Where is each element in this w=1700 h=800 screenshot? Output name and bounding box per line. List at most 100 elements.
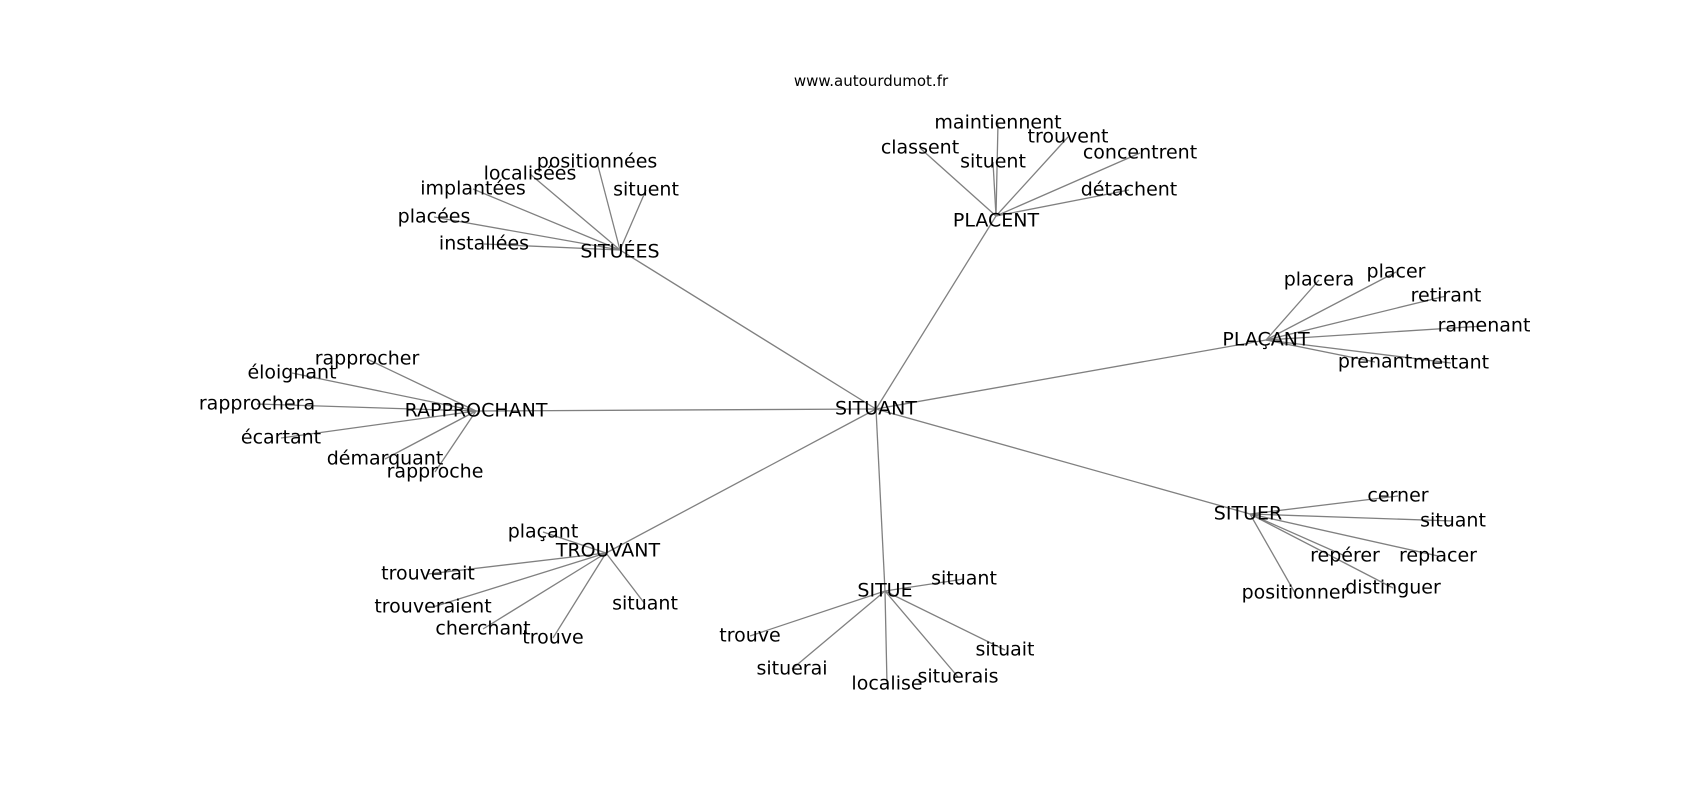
- edge-placent-concentrent: [995, 152, 1141, 217]
- edge-placant-mettant: [1265, 339, 1452, 364]
- edge-situees-positionnees: [596, 161, 621, 251]
- edge-placant-prenant: [1265, 339, 1376, 363]
- edge-center-placant: [875, 339, 1267, 410]
- edge-center-rapprochant: [475, 408, 877, 412]
- leaf-node-situer-positionner: positionner: [1242, 582, 1349, 604]
- edge-rapprochant-rapprocher: [366, 358, 477, 412]
- edge-situees-installees: [483, 243, 621, 251]
- leaf-node-placant-placer: placer: [1367, 261, 1426, 283]
- hub-node-situer: SITUER: [1214, 503, 1282, 525]
- edge-situe-situait: [884, 590, 1006, 651]
- leaf-node-situees-situent: situent: [613, 179, 679, 201]
- leaf-node-placant-placera: placera: [1284, 269, 1355, 291]
- leaf-node-placant-ramenant: ramenant: [1438, 315, 1531, 337]
- leaf-node-situe-localise: localise: [851, 673, 922, 695]
- hub-node-situe: SITUE: [857, 580, 912, 602]
- edge-situees-situent: [619, 189, 647, 251]
- leaf-node-trouvant-trouverait: trouverait: [381, 563, 475, 585]
- leaf-node-placant-retirant: retirant: [1411, 285, 1482, 307]
- leaf-node-situees-implantees: implantées: [420, 178, 526, 200]
- leaf-node-situees-installees: installées: [439, 233, 529, 255]
- edge-center-situees: [619, 249, 877, 410]
- leaf-node-placent-concentrent: concentrent: [1083, 142, 1197, 164]
- edge-trouvant-placant: [542, 531, 607, 554]
- edge-situe-situerais: [884, 590, 959, 678]
- leaf-node-trouvant-placant: plaçant: [508, 521, 579, 543]
- edge-situer-cerner: [1249, 495, 1399, 515]
- edge-center-situe: [875, 408, 886, 592]
- edge-placant-retirant: [1265, 295, 1447, 341]
- edge-situe-situant: [884, 578, 965, 592]
- leaf-node-situe-situerais: situerais: [918, 666, 999, 688]
- edge-trouvant-trouverait: [427, 552, 607, 575]
- leaf-node-situe-situait: situait: [975, 639, 1034, 661]
- edge-placent-classent: [919, 147, 997, 217]
- hub-node-placent: PLACENT: [953, 210, 1040, 232]
- leaf-node-placent-maintiennent: maintiennent: [934, 112, 1061, 134]
- edge-rapprochant-eloignant: [291, 372, 477, 412]
- edge-rapprochant-rapprochera: [256, 403, 477, 412]
- edge-trouvant-trouveraient: [432, 552, 607, 608]
- edge-placant-ramenant: [1265, 325, 1485, 341]
- leaf-node-situe-trouve: trouve: [719, 625, 780, 647]
- leaf-node-situer-distinguer: distinguer: [1345, 577, 1441, 599]
- edge-trouvant-cherchant: [482, 552, 607, 630]
- edge-placent-situent: [992, 161, 997, 217]
- leaf-node-situees-placees: placées: [398, 206, 471, 228]
- edge-placent-maintiennent: [995, 122, 999, 217]
- leaf-node-rapprochant-rapprochera: rapprochera: [199, 393, 315, 415]
- graph-labels: classentmaintiennentsituenttrouventconce…: [199, 112, 1531, 695]
- edge-situer-reperer: [1249, 513, 1346, 557]
- leaf-node-placent-trouvent: trouvent: [1028, 126, 1109, 148]
- edge-situe-trouve: [749, 590, 886, 637]
- edge-situees-placees: [433, 216, 621, 251]
- leaf-node-situer-cerner: cerner: [1367, 485, 1428, 507]
- source-url: www.autourdumot.fr: [793, 72, 949, 90]
- center-node: SITUANT: [835, 398, 917, 420]
- hub-node-placant: PLAÇANT: [1222, 329, 1310, 351]
- edge-rapprochant-ecartant: [280, 410, 477, 439]
- edge-center-placent: [875, 215, 997, 410]
- edge-placant-placera: [1265, 279, 1320, 341]
- edge-situe-situerai: [791, 590, 886, 670]
- leaf-node-situees-localisees: localisées: [484, 163, 577, 185]
- edge-situees-localisees: [529, 173, 621, 251]
- leaf-node-situer-reperer: repérer: [1310, 545, 1380, 567]
- leaf-node-placent-detachent: détachent: [1081, 179, 1178, 201]
- leaf-node-placent-classent: classent: [881, 137, 959, 159]
- leaf-node-trouvant-cherchant: cherchant: [435, 618, 530, 640]
- edge-rapprochant-demarquant: [384, 410, 477, 460]
- edge-placant-placer: [1265, 271, 1397, 341]
- edge-center-situer: [875, 408, 1251, 515]
- leaf-node-rapprochant-rapprocher: rapprocher: [315, 348, 420, 370]
- leaf-node-situer-situant: situant: [1420, 510, 1486, 532]
- edge-placent-detachent: [995, 189, 1130, 217]
- leaf-node-rapprochant-demarquant: démarquant: [327, 448, 444, 470]
- leaf-node-trouvant-situant: situant: [612, 593, 678, 615]
- edge-placent-trouvent: [995, 136, 1069, 217]
- leaf-node-placant-mettant: mettant: [1413, 352, 1489, 374]
- graph-edges: [256, 122, 1485, 685]
- leaf-node-situe-situant: situant: [931, 568, 997, 590]
- leaf-node-trouvant-trouveraient: trouveraient: [374, 596, 491, 618]
- edge-situees-implantees: [472, 188, 621, 251]
- hub-node-situees: SITUÉES: [580, 240, 659, 263]
- hub-node-rapprochant: RAPPROCHANT: [405, 400, 548, 422]
- leaf-node-situees-positionnees: positionnées: [537, 151, 658, 173]
- edge-rapprochant-rapproche: [434, 410, 477, 473]
- leaf-node-rapprochant-ecartant: écartant: [241, 427, 321, 449]
- edge-trouvant-trouve: [552, 552, 607, 639]
- edge-situer-distinguer: [1249, 513, 1394, 589]
- edge-trouvant-situant: [605, 552, 646, 605]
- edge-situer-situant: [1249, 513, 1454, 522]
- leaf-node-rapprochant-eloignant: éloignant: [247, 362, 336, 384]
- edge-situe-localise: [884, 590, 888, 685]
- leaf-node-placant-prenant: prenant: [1338, 351, 1412, 373]
- leaf-node-situe-situerai: situerai: [756, 658, 827, 680]
- leaf-node-situer-replacer: replacer: [1399, 545, 1477, 567]
- leaf-node-placent-situent: situent: [960, 151, 1026, 173]
- edge-center-trouvant: [605, 408, 877, 554]
- leaf-node-rapprochant-rapproche: rapproche: [387, 461, 484, 483]
- leaf-node-trouvant-trouve: trouve: [522, 627, 583, 649]
